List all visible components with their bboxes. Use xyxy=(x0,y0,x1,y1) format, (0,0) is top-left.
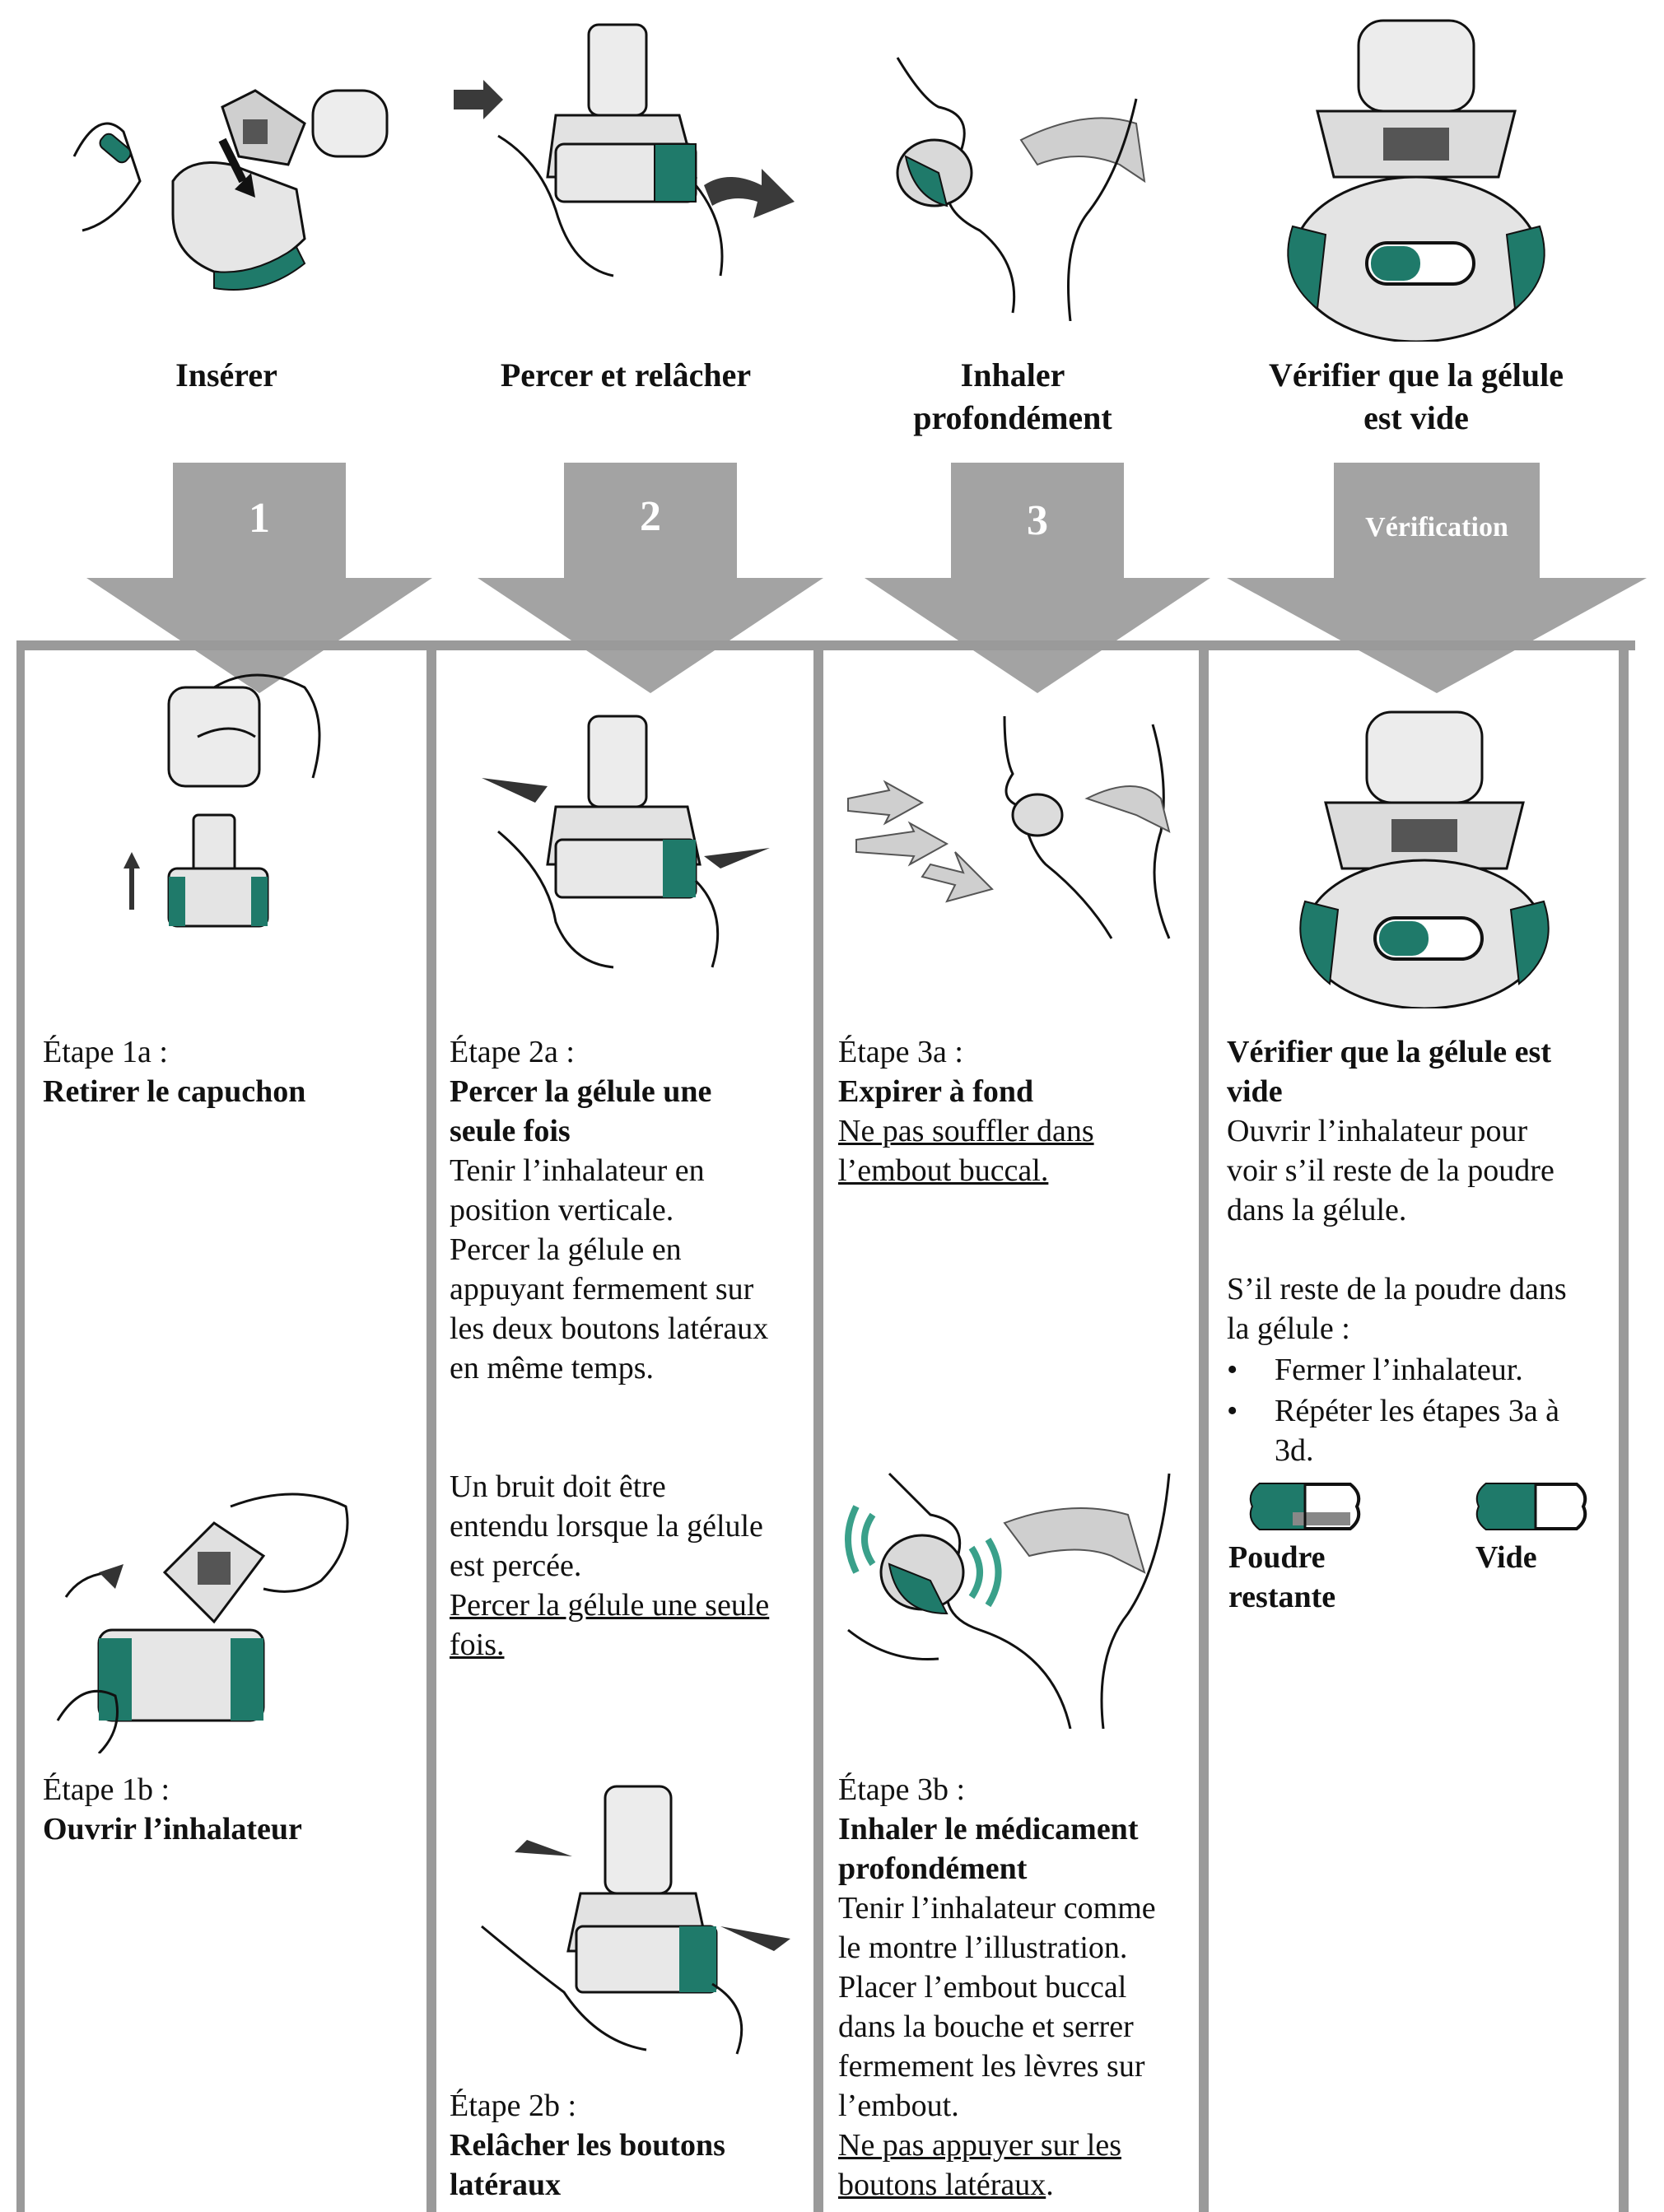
open-inhaler-icon xyxy=(56,1493,349,1753)
verification-arrow-label: Vérification xyxy=(1365,512,1508,543)
step2-header-title: Percer et relâcher xyxy=(500,356,752,394)
step2b-text: Étape 2b : Relâcher les boutons latéraux xyxy=(450,2089,725,2202)
powder-remaining-label: Poudre restante xyxy=(1228,1540,1336,1614)
step2-arrow-label: 2 xyxy=(640,493,661,540)
step3b-text: Étape 3b : Inhaler le médicament profond… xyxy=(838,1772,1156,2202)
list-item: Répéter les étapes 3a à3d. xyxy=(1227,1391,1614,1470)
exhale-icon xyxy=(847,715,1171,939)
list-item: Fermer l’inhalateur. xyxy=(1227,1350,1614,1390)
check-text: Vérifier que la gélule est vide Ouvrir l… xyxy=(1227,1032,1614,1470)
table-top-border xyxy=(16,640,1635,650)
step3a-text: Étape 3a : Expirer à fond Ne pas souffle… xyxy=(838,1035,1094,1188)
remove-cap-icon xyxy=(124,673,321,928)
step2a-text: Étape 2a : Percer la gélule une seule fo… xyxy=(450,1035,769,1385)
step1b-text: Étape 1b : Ouvrir l’inhalateur xyxy=(43,1772,302,1846)
step2a-note: Un bruit doit être entendu lorsque la gé… xyxy=(450,1469,770,1662)
empty-capsule-label: Vide xyxy=(1475,1540,1537,1575)
inhaler-pierce-icon xyxy=(454,23,795,277)
inhaler-insert-capsule-icon xyxy=(72,89,389,291)
verification-down-arrow xyxy=(1227,463,1647,693)
capsule-powder-icon xyxy=(1249,1483,1361,1530)
release-buttons-icon xyxy=(481,1785,790,2055)
step1a-text: Étape 1a : Retirer le capuchon xyxy=(43,1035,306,1109)
step1-arrow-label: 1 xyxy=(249,495,270,542)
step3-header-title: Inhaler profondément xyxy=(913,356,1112,436)
step1-header-title: Insérer xyxy=(175,356,277,394)
press-buttons-icon xyxy=(482,715,770,969)
remaining-powder-steps-list: Fermer l’inhalateur. Répéter les étapes … xyxy=(1227,1350,1614,1470)
step4-header-title: Vérifier que la gélule est vide xyxy=(1268,356,1564,436)
column-divider-left xyxy=(16,640,25,2212)
step2-down-arrow xyxy=(478,463,823,693)
column-divider-1 xyxy=(426,640,436,2212)
step3-down-arrow xyxy=(865,463,1210,693)
inhaler-open-check-icon xyxy=(1287,19,1545,342)
inhaler-open-check-icon-large xyxy=(1299,710,1550,1008)
column-divider-right xyxy=(1619,640,1629,2212)
column-divider-2 xyxy=(813,640,823,2212)
column-divider-3 xyxy=(1199,640,1209,2212)
inhaler-inhale-icon xyxy=(896,57,1146,321)
inhale-face-icon xyxy=(845,1472,1171,1729)
step1-down-arrow xyxy=(86,463,432,693)
capsule-empty-icon xyxy=(1475,1483,1587,1530)
step3-arrow-label: 3 xyxy=(1027,497,1048,544)
